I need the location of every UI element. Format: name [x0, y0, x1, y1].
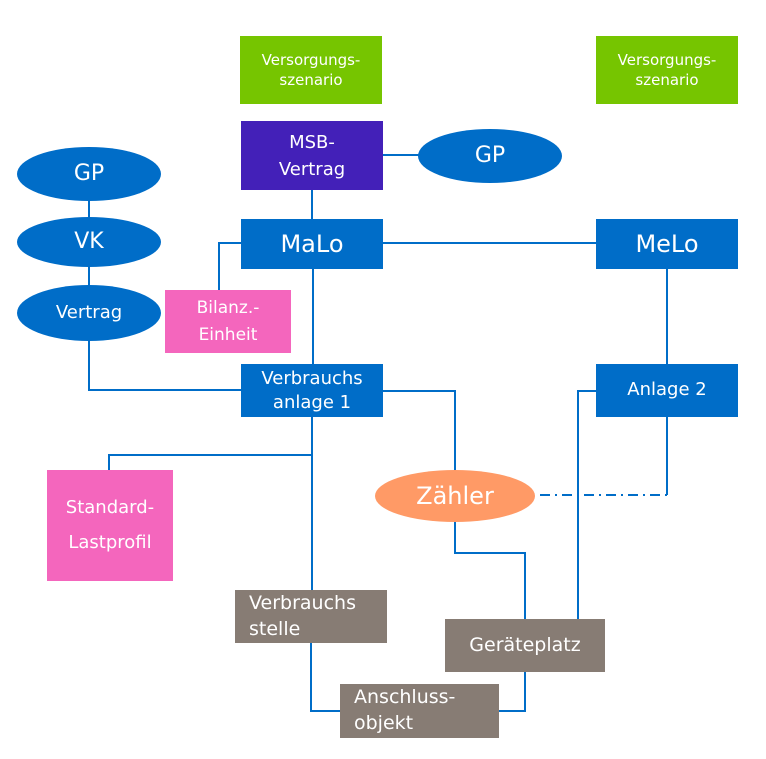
- gp-left-ellipse[interactable]: GP: [17, 147, 161, 201]
- zaehler-label: Zähler: [416, 481, 494, 510]
- verbrauchsstelle-line-2: stelle: [249, 617, 301, 640]
- anschlussobjekt-box[interactable]: Anschluss- objekt: [340, 684, 499, 738]
- vertrag-ellipse[interactable]: Vertrag: [17, 285, 161, 341]
- scenario-right-line-1: Versorgungs-: [617, 50, 717, 69]
- scenario-left-line-2: szenario: [279, 71, 343, 89]
- bilanz-einheit-box[interactable]: Bilanz.- Einheit: [165, 290, 291, 353]
- anschlussobjekt-line-2: objekt: [354, 712, 414, 734]
- anlage-2-label: Anlage 2: [627, 379, 707, 401]
- verbrauchsanlage-1-box[interactable]: Verbrauchs anlage 1: [241, 364, 383, 417]
- verbrauchsstelle-box[interactable]: Verbrauchs stelle: [235, 590, 387, 643]
- connector-verbrauchsanlage-lastprofil: [108, 417, 313, 470]
- standard-lastprofil-line-2: Lastprofil: [68, 531, 152, 553]
- connector-malo-bilanz: [218, 242, 241, 290]
- melo-label: MeLo: [635, 229, 699, 258]
- anschlussobjekt-line-1: Anschluss-: [354, 686, 456, 709]
- vk-ellipse[interactable]: VK: [17, 217, 161, 267]
- malo-label: MaLo: [280, 229, 344, 258]
- connector-geraeteplatz-anschluss: [499, 672, 526, 712]
- connector-vertrag-verbrauchsanlage: [88, 340, 241, 391]
- anlage-2-box[interactable]: Anlage 2: [596, 364, 738, 417]
- verbrauchsanlage-1-line-2: anlage 1: [272, 391, 352, 413]
- gp-left-label: GP: [73, 161, 105, 187]
- connector-verbrauchsanlage-zaehler: [382, 390, 456, 474]
- standard-lastprofil-line-1: Standard-: [65, 497, 155, 519]
- bilanz-einheit-line-1: Bilanz.-: [196, 298, 260, 319]
- scenario-left-line-1: Versorgungs-: [261, 50, 361, 69]
- melo-box[interactable]: MeLo: [596, 219, 738, 269]
- bilanz-einheit-line-2: Einheit: [198, 324, 258, 345]
- geraeteplatz-label: Geräteplatz: [469, 633, 581, 656]
- connector-zaehler-geraeteplatz: [454, 520, 526, 619]
- verbrauchsstelle-line-1: Verbrauchs: [249, 591, 356, 614]
- scenario-right-box[interactable]: Versorgungs- szenario: [596, 36, 738, 104]
- zaehler-ellipse[interactable]: Zähler: [375, 470, 535, 522]
- vk-label: VK: [74, 229, 104, 255]
- vertrag-label: Vertrag: [55, 301, 123, 323]
- gp-right-ellipse[interactable]: GP: [418, 129, 562, 183]
- geraeteplatz-box[interactable]: Geräteplatz: [445, 619, 605, 672]
- verbrauchsanlage-1-line-1: Verbrauchs: [261, 368, 363, 390]
- connector-verbrauchsstelle-anschluss: [310, 643, 340, 712]
- malo-box[interactable]: MaLo: [241, 219, 383, 269]
- scenario-left-box[interactable]: Versorgungs- szenario: [240, 36, 382, 104]
- gp-right-label: GP: [474, 143, 506, 169]
- scenario-right-line-2: szenario: [635, 71, 699, 89]
- msb-vertrag-line-1: MSB-: [289, 131, 335, 153]
- connector-anlage2-geraeteplatz: [577, 390, 597, 631]
- standard-lastprofil-box[interactable]: Standard- Lastprofil: [47, 470, 173, 581]
- msb-vertrag-box[interactable]: MSB- Vertrag: [241, 121, 383, 190]
- msb-vertrag-line-2: Vertrag: [278, 158, 346, 180]
